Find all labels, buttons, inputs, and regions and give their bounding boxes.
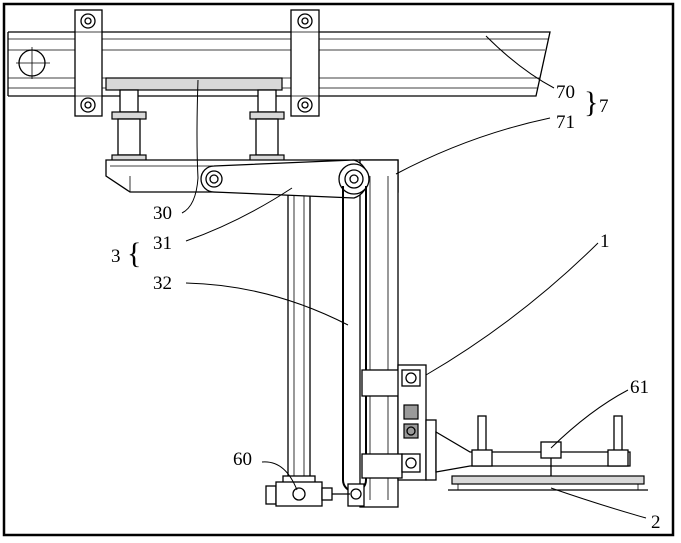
brace-7: } xyxy=(584,86,598,119)
leader-61 xyxy=(550,389,629,449)
leader-31 xyxy=(185,187,293,242)
leader-2 xyxy=(550,487,647,519)
link-arm xyxy=(200,159,370,199)
leader-30 xyxy=(181,79,199,214)
label-3: 3 xyxy=(111,246,121,267)
brace-3: { xyxy=(127,237,141,270)
label-30: 30 xyxy=(153,203,172,224)
gripper-assembly xyxy=(435,415,648,491)
leader-1 xyxy=(425,242,599,376)
hanger-column-left xyxy=(111,89,147,162)
label-31: 31 xyxy=(153,233,172,254)
label-70: 70 xyxy=(556,82,575,103)
label-71: 71 xyxy=(556,112,575,133)
leader-32 xyxy=(185,282,349,326)
leader-71 xyxy=(395,117,551,175)
carriage-block xyxy=(105,77,283,91)
label-1: 1 xyxy=(600,231,610,252)
cylinder xyxy=(265,475,350,507)
label-60: 60 xyxy=(233,449,252,470)
label-7: 7 xyxy=(599,96,609,117)
bottom-tensioner xyxy=(347,483,365,507)
label-61: 61 xyxy=(630,377,649,398)
guide-post xyxy=(287,191,311,483)
frame-border xyxy=(2,2,675,537)
leader-60 xyxy=(261,461,298,491)
mounting-bracket xyxy=(361,364,437,481)
label-32: 32 xyxy=(153,273,172,294)
rail-bracket-right xyxy=(290,9,320,117)
rail-bracket-left xyxy=(74,9,103,117)
leader-70 xyxy=(485,35,555,89)
label-2: 2 xyxy=(651,512,661,533)
hanger-column-right xyxy=(249,89,285,162)
